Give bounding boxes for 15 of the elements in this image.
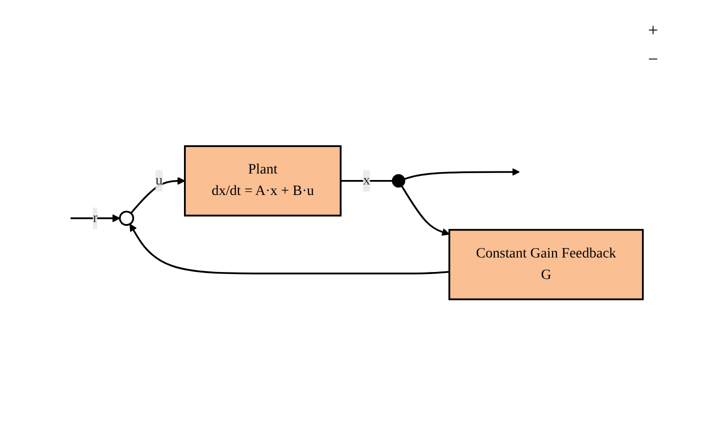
block-box: Constant Gain Feedback G: [448, 229, 644, 300]
block-box: Plant dx/dt = A·x + B·u: [184, 146, 342, 217]
edge-label: x: [362, 173, 370, 188]
edge-label: u: [155, 173, 163, 188]
edge-label: r: [92, 210, 98, 226]
branch-point: [392, 174, 406, 188]
arrow: [130, 177, 186, 214]
connector: [340, 180, 392, 182]
arrow: [70, 214, 120, 222]
sign-label: −: [648, 49, 660, 70]
arrow: [130, 224, 450, 275]
sign-label: +: [648, 20, 660, 41]
summing-junction: [118, 210, 134, 226]
arrow: [401, 186, 450, 236]
arrow: [404, 168, 520, 180]
